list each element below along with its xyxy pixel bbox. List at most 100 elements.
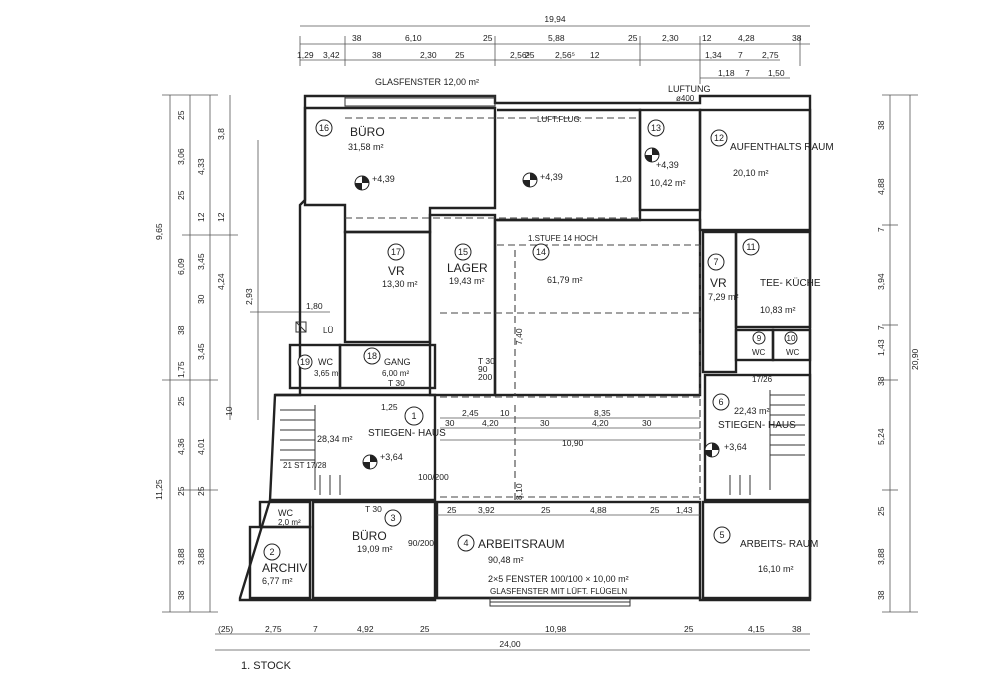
inner-dim-13: 25 (650, 505, 660, 515)
dim-left-inner-1: 12 (196, 212, 206, 222)
right-dimensions: 20,90 38 4,88 7 3,94 7 1,43 38 5,24 25 3… (876, 94, 920, 613)
dim-right-8: 25 (876, 506, 886, 516)
dim-top-r3-1: 7 (745, 68, 750, 78)
dim-left-mid-5: 1,75 (176, 361, 186, 378)
dim-top-r2-6: 25 (525, 50, 535, 60)
dim-top-r1-7: 4,28 (738, 33, 755, 43)
dim-bottom-total: 24,00 (499, 639, 521, 649)
room-1-area: 28,34 m² (317, 434, 353, 444)
height-14: +4,39 (540, 172, 563, 182)
room-3-area: 19,09 m² (357, 544, 393, 554)
dim-bottom-8: 38 (792, 624, 802, 634)
dim-top-r2-7: 2,56⁵ (555, 50, 575, 60)
dim-top-r3-0: 1,18 (718, 68, 735, 78)
room-number-16 (315, 119, 333, 137)
dim-left-mid-4: 38 (176, 325, 186, 335)
room-number-17 (387, 243, 405, 261)
dim-left-mid-9: 3,88 (176, 548, 186, 565)
top-dimensions: 19,94 38 6,10 25 5,88 25 2,30 12 4,28 38… (297, 14, 810, 84)
room-2-area: 6,77 m² (262, 576, 293, 586)
inner-dim-1: 10 (500, 408, 510, 418)
room-4-num: 4 (463, 538, 468, 548)
room-11-num: 11 (746, 242, 755, 252)
height-16: +4,39 (372, 174, 395, 184)
height-markers: +4,39 +4,39 +4,39 +3,64 +3,64 (354, 147, 747, 470)
dim-left-mid-1: 3,06 (176, 148, 186, 165)
inner-dim-5: 4,20 (482, 418, 499, 428)
dim-bottom-4: 25 (420, 624, 430, 634)
dim-left-inner-2: 3,45 (196, 253, 206, 270)
stair-left-label: 21 ST 17/28 (283, 461, 327, 470)
dim-left-extra-5: 1,80 (306, 301, 323, 311)
dim-left-extra-2: 4,24 (216, 273, 226, 290)
dim-right-1: 4,88 (876, 178, 886, 195)
inner-dim-12: 4,88 (590, 505, 607, 515)
door-label-90-200: 90/200 (408, 538, 434, 548)
room-4-area: 90,48 m² (488, 555, 524, 565)
luftung-diameter: ø400 (676, 94, 695, 103)
inner-dim-10: 3,92 (478, 505, 495, 515)
room-wc-small-name: WC (278, 508, 293, 518)
dim-left-inner-7: 3,88 (196, 548, 206, 565)
inner-dimensions: 2,45 10 8,35 10,90 30 4,20 30 4,20 30 25… (437, 328, 700, 516)
dim-right-4: 7 (876, 325, 886, 330)
dim-left-extra-3: 2,93 (244, 288, 254, 305)
room-19-area: 3,65 m² (314, 369, 341, 378)
dim-top-r2-8: 12 (590, 50, 600, 60)
luftung-label: LUFTUNG (668, 84, 711, 94)
dim-right-3: 3,94 (876, 273, 886, 290)
inner-dim-9: 25 (447, 505, 457, 515)
dim-left-mid-6: 25 (176, 396, 186, 406)
room-2-num: 2 (269, 547, 274, 557)
dim-top-r1-3: 5,88 (548, 33, 565, 43)
left-dimensions: 9,65 11,25 25 3,06 25 6,09 38 1,75 25 4,… (154, 94, 330, 613)
dim-left-mid-2: 25 (176, 190, 186, 200)
room-7-num: 7 (713, 257, 718, 267)
door-label-100-200: 100/200 (418, 472, 449, 482)
door-label-90: 90 (478, 364, 488, 374)
room-6-name: STIEGEN- HAUS (718, 420, 796, 431)
dim-left-mid-7: 4,36 (176, 438, 186, 455)
room-10-name: WC (786, 348, 800, 357)
room-13-area: 10,42 m² (650, 178, 686, 188)
room-18-area: 6,00 m² (382, 369, 409, 378)
dim-top-r1-2: 25 (483, 33, 493, 43)
dim-left-extra-1: 12 (216, 212, 226, 222)
room-number-5 (713, 526, 731, 544)
room-18-num: 18 (367, 351, 377, 361)
room-10-num: 10 (787, 334, 796, 343)
dim-top-r1-5: 2,30 (662, 33, 679, 43)
room-6-area: 22,43 m² (734, 406, 770, 416)
dim-left-outer-1: 11,25 (154, 479, 164, 500)
room-12-name: AUFENTHALTS RAUM (730, 142, 834, 153)
room-4-name: ARBEITSRAUM (478, 537, 565, 551)
room-number-19 (297, 354, 313, 370)
dim-top-r2-3: 2,30 (420, 50, 437, 60)
dim-top-r2-4: 25 (455, 50, 465, 60)
room-number-3 (384, 509, 402, 527)
dim-left-inner-0: 4,33 (196, 158, 206, 175)
door-label-t30-a: T 30 (478, 356, 495, 366)
dim-top-r3-2: 1,50 (768, 68, 785, 78)
room-11-area: 10,83 m² (760, 305, 796, 315)
dim-top-r1-0: 38 (352, 33, 362, 43)
bottom-dimensions: 24,00 (25) 2,75 7 4,92 25 10,98 25 4,15 … (215, 624, 810, 651)
inner-dim-2: 8,35 (594, 408, 611, 418)
room-number-11 (742, 238, 760, 256)
room-number-6 (712, 393, 730, 411)
dim-right-0: 38 (876, 120, 886, 130)
room-number-14 (532, 243, 550, 261)
dim-top-r2-2: 38 (372, 50, 382, 60)
room-12-area: 20,10 m² (733, 168, 769, 178)
inner-dim-0: 2,45 (462, 408, 479, 418)
dim-bottom-7: 4,15 (748, 624, 765, 634)
room-number-4 (457, 534, 475, 552)
dim-top-r2-5: 2,56⁵ (510, 50, 530, 60)
dim-bottom-2: 7 (313, 624, 318, 634)
floor-label: 1. STOCK (241, 660, 292, 672)
dim-left-inner-4: 3,45 (196, 343, 206, 360)
room-2-name: ARCHIV (262, 561, 307, 575)
dim-bottom-1: 2,75 (265, 624, 282, 634)
room-5-area: 16,10 m² (758, 564, 794, 574)
